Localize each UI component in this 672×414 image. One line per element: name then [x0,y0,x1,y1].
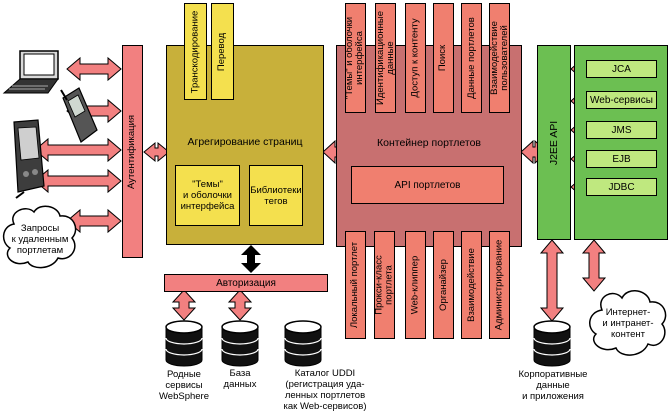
container-bottom-label-3: Web-клиппер [409,255,421,315]
container-bottom-label-2: Прокси-класс портлета [373,255,395,315]
container-top-label-4: Поиск [437,44,449,72]
container-top-box-2 [375,3,396,113]
device-arrow-4 [34,168,122,194]
container-top-box-1 [345,3,366,113]
remote-portlets-cloud-label: Запросы к удаленным портлетам [11,222,69,256]
database-label: База данных [223,368,257,390]
j2ee-enterprise-arrow [539,239,565,322]
container-top-box-6 [489,3,510,113]
container-bottom-label-5: Взаимодействие [465,248,477,322]
container-bottom-box-3 [405,231,426,339]
authentication-bar [122,45,143,258]
database-icon [533,320,571,367]
container-top-label-2: Идентификационные данные [374,11,396,105]
container-top-box-5 [461,3,482,113]
container-top-label-1: "Темы" и оболочки интерфейса [344,16,366,100]
container-bottom-box-5 [461,231,482,339]
auth-database-arrow [227,289,253,321]
authentication-label: Аутентификация [126,114,138,189]
container-bottom-label-4: Органайзер [437,259,449,311]
internet-cloud-icon [589,290,667,356]
jms-box: JMS [586,121,657,139]
j2ee-api-label: J2EE API [548,120,561,165]
database-icon [284,320,322,367]
container-bottom-label-6: Администрирование [493,239,505,331]
laptop-icon [2,50,59,94]
j2ee-api-block [537,45,571,240]
container-top-box-4 [433,3,454,113]
j2ee-internet-arrow [581,239,607,292]
database-icon [165,320,203,367]
jca-box: JCA [586,60,657,78]
portlet-container-title: Контейнер портлетов [377,137,481,149]
page-aggregation-title: Агрегирование страниц [187,136,303,148]
ejb-box: EJB [586,150,657,168]
authorization-bar: Авторизация [164,274,328,292]
cloud-icon [2,205,77,269]
container-top-label-6: Взаимодействие пользователей [488,21,510,95]
auth-websphere-arrow [171,289,197,321]
translation-box [211,3,234,100]
container-bottom-label-1: Локальный портлет [349,241,361,329]
websphere-services-label: Родные сервисы WebSphere [159,368,209,402]
uddi-catalog-label: Каталог UDDI (регистрация уда- ленных по… [283,367,367,412]
transcoding-box [184,3,207,100]
pda-icon [13,119,45,199]
container-bottom-box-6 [489,231,510,339]
container-bottom-box-2 [374,231,395,339]
portal-authorization-arrow [241,245,261,273]
transcoding-label: Транскодирование [189,10,201,93]
device-arrow-3 [34,137,122,163]
device-arrow-1 [66,56,122,82]
container-top-box-3 [405,3,426,113]
container-bottom-box-4 [433,231,454,339]
mobile-phone-icon [60,87,98,143]
portlet-api-box: API портлетов [351,166,504,204]
container-bottom-box-1 [345,231,366,339]
translation-label: Перевод [216,32,228,71]
web-services-box: Web-сервисы [586,91,657,109]
jdbc-box: JDBC [586,178,657,196]
internet-content-label: Интернет- и интранет- контент [602,306,654,340]
container-top-label-5: Данные портлетов [465,17,477,99]
container-top-label-3: Доступ к контенту [409,18,421,98]
device-arrow-5 [66,208,122,234]
database-icon [221,320,259,367]
themes-skins-box: "Темы" и оболочки интерфейса [175,165,240,226]
tag-libraries-box: Библиотеки тегов [249,165,303,226]
enterprise-data-label: Корпоративные данные и приложения [518,368,588,402]
